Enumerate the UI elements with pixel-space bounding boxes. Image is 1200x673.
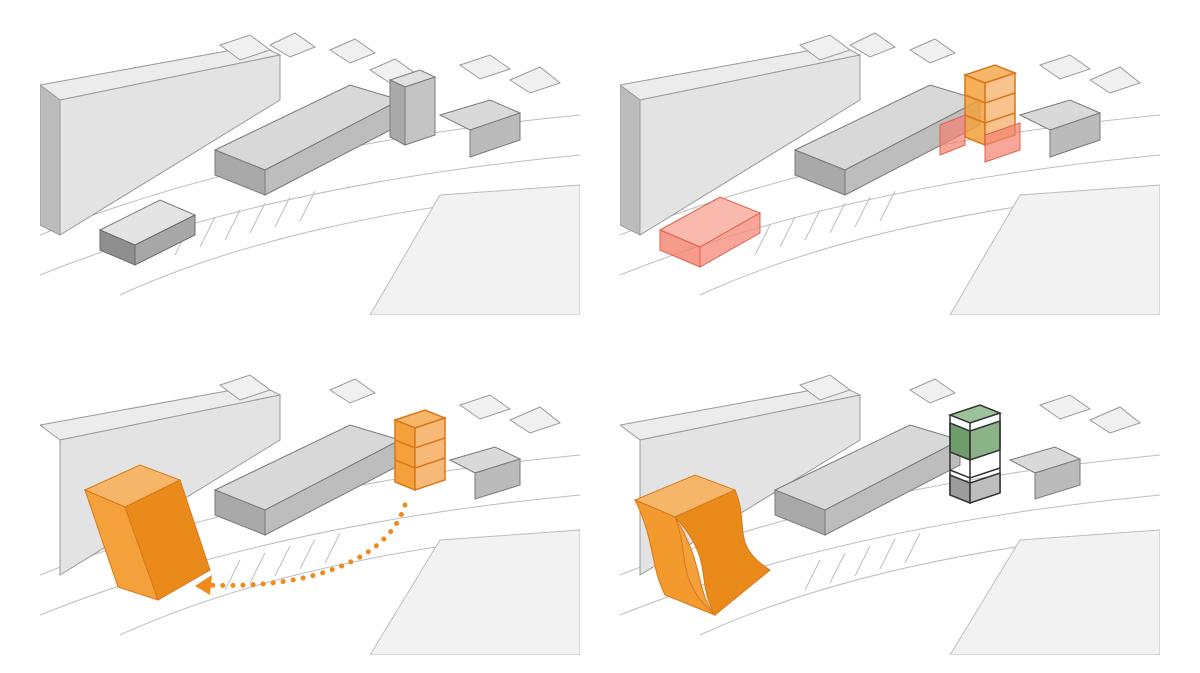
relocation-arrow-path	[202, 502, 408, 588]
annex-side	[469, 112, 521, 158]
site-diagram-4	[620, 374, 1160, 655]
site-diagram-2	[620, 32, 1160, 315]
long-warehouse-end	[620, 84, 641, 236]
long-warehouse-side	[59, 54, 281, 236]
houses-background	[218, 32, 562, 94]
demolition-zone-tower-base	[939, 114, 966, 156]
black-frame-tower	[947, 404, 1003, 505]
relocated-block-side	[124, 479, 211, 601]
orange-tower-frame	[962, 64, 1018, 147]
tower-front	[389, 79, 406, 146]
foreground-block	[369, 184, 580, 315]
site-diagram-1	[40, 32, 580, 315]
annex-side	[1034, 458, 1081, 500]
demolition-zone-annex-link	[984, 122, 1021, 163]
parking-stripes	[754, 190, 896, 256]
site-diagram-3	[40, 374, 580, 655]
long-warehouse-side	[639, 54, 861, 236]
orange-tower-frame	[392, 409, 448, 492]
foreground-block	[949, 529, 1160, 655]
annex-side	[1049, 112, 1101, 158]
houses-background	[798, 374, 1142, 434]
relocation-arrow-head	[195, 575, 212, 595]
sculpted-tower-side	[674, 489, 771, 616]
demolition-zone-small-building-side	[699, 212, 761, 268]
road-curve-inner	[40, 494, 580, 616]
parking-stripes	[804, 532, 921, 591]
houses-background	[218, 374, 562, 434]
parking-stripes	[224, 532, 341, 591]
long-warehouse-end	[40, 84, 61, 236]
panel-demolition	[620, 25, 1160, 315]
foreground-block	[949, 184, 1160, 315]
annex-side	[474, 458, 521, 500]
tower-side	[404, 76, 436, 146]
houses-background	[798, 32, 1142, 94]
foreground-block	[369, 529, 580, 655]
panel-relocation	[40, 365, 580, 655]
panel-existing-site	[40, 25, 580, 315]
panel-final-scheme	[620, 365, 1160, 655]
small-building-side	[134, 214, 196, 266]
arched-hall-side	[824, 439, 961, 536]
